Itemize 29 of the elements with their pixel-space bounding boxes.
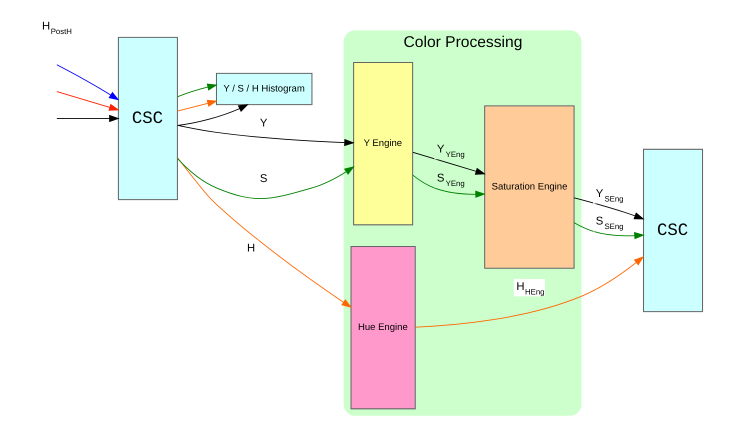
arrow bbox=[176, 100, 218, 112]
arrow bbox=[412, 152, 486, 175]
arrow bbox=[56, 114, 120, 122]
edge-label: S$_{YEng}$ bbox=[436, 172, 464, 188]
edge-label: H bbox=[246, 242, 255, 255]
node-box: CSC bbox=[642, 148, 703, 312]
edge-label: Y bbox=[259, 118, 267, 130]
arrow bbox=[412, 174, 486, 198]
arrow bbox=[573, 222, 644, 240]
arrow bbox=[176, 104, 248, 126]
node-box: Y Engine bbox=[352, 62, 413, 226]
arrow bbox=[414, 256, 644, 328]
edge-label: Y$_{YEng}$ bbox=[436, 144, 464, 160]
arrow bbox=[176, 157, 352, 308]
edge-label: H$_{HEng}$ bbox=[516, 280, 544, 296]
arrow bbox=[176, 158, 354, 199]
arrow bbox=[176, 84, 218, 98]
node-box: Hue Engine bbox=[350, 246, 416, 410]
arrow bbox=[56, 64, 119, 100]
node-box: CSC bbox=[117, 36, 178, 200]
edge-label: S bbox=[259, 173, 267, 186]
arrow bbox=[573, 197, 644, 220]
node-box: Y / S / H Histogram bbox=[215, 72, 312, 106]
edge-label: Y$_{SEng}$ bbox=[595, 188, 624, 204]
edge-label: S$_{SEng}$ bbox=[595, 216, 624, 232]
arrow bbox=[56, 91, 120, 111]
arrow bbox=[176, 124, 354, 146]
label: H$_{PostH}$ bbox=[42, 20, 72, 36]
node-box: Saturation Engine bbox=[484, 105, 574, 269]
